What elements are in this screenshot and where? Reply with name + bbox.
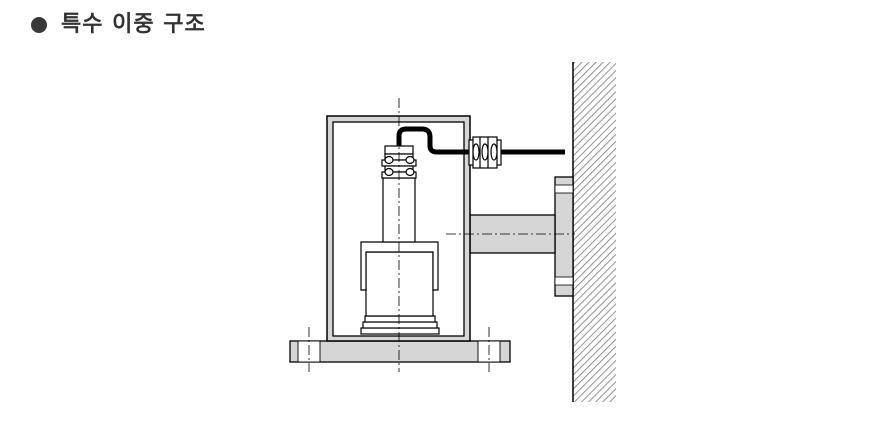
cable-gland — [468, 136, 502, 169]
section-heading: 특수 이중 구조 — [31, 11, 206, 39]
bullet-icon — [31, 17, 47, 33]
mounting-wall — [572, 62, 616, 402]
center-lines — [308, 98, 575, 372]
bracket-plate — [554, 176, 574, 297]
sensor-cable — [396, 126, 565, 155]
base-plate — [289, 340, 511, 363]
section-title: 특수 이중 구조 — [61, 12, 206, 37]
